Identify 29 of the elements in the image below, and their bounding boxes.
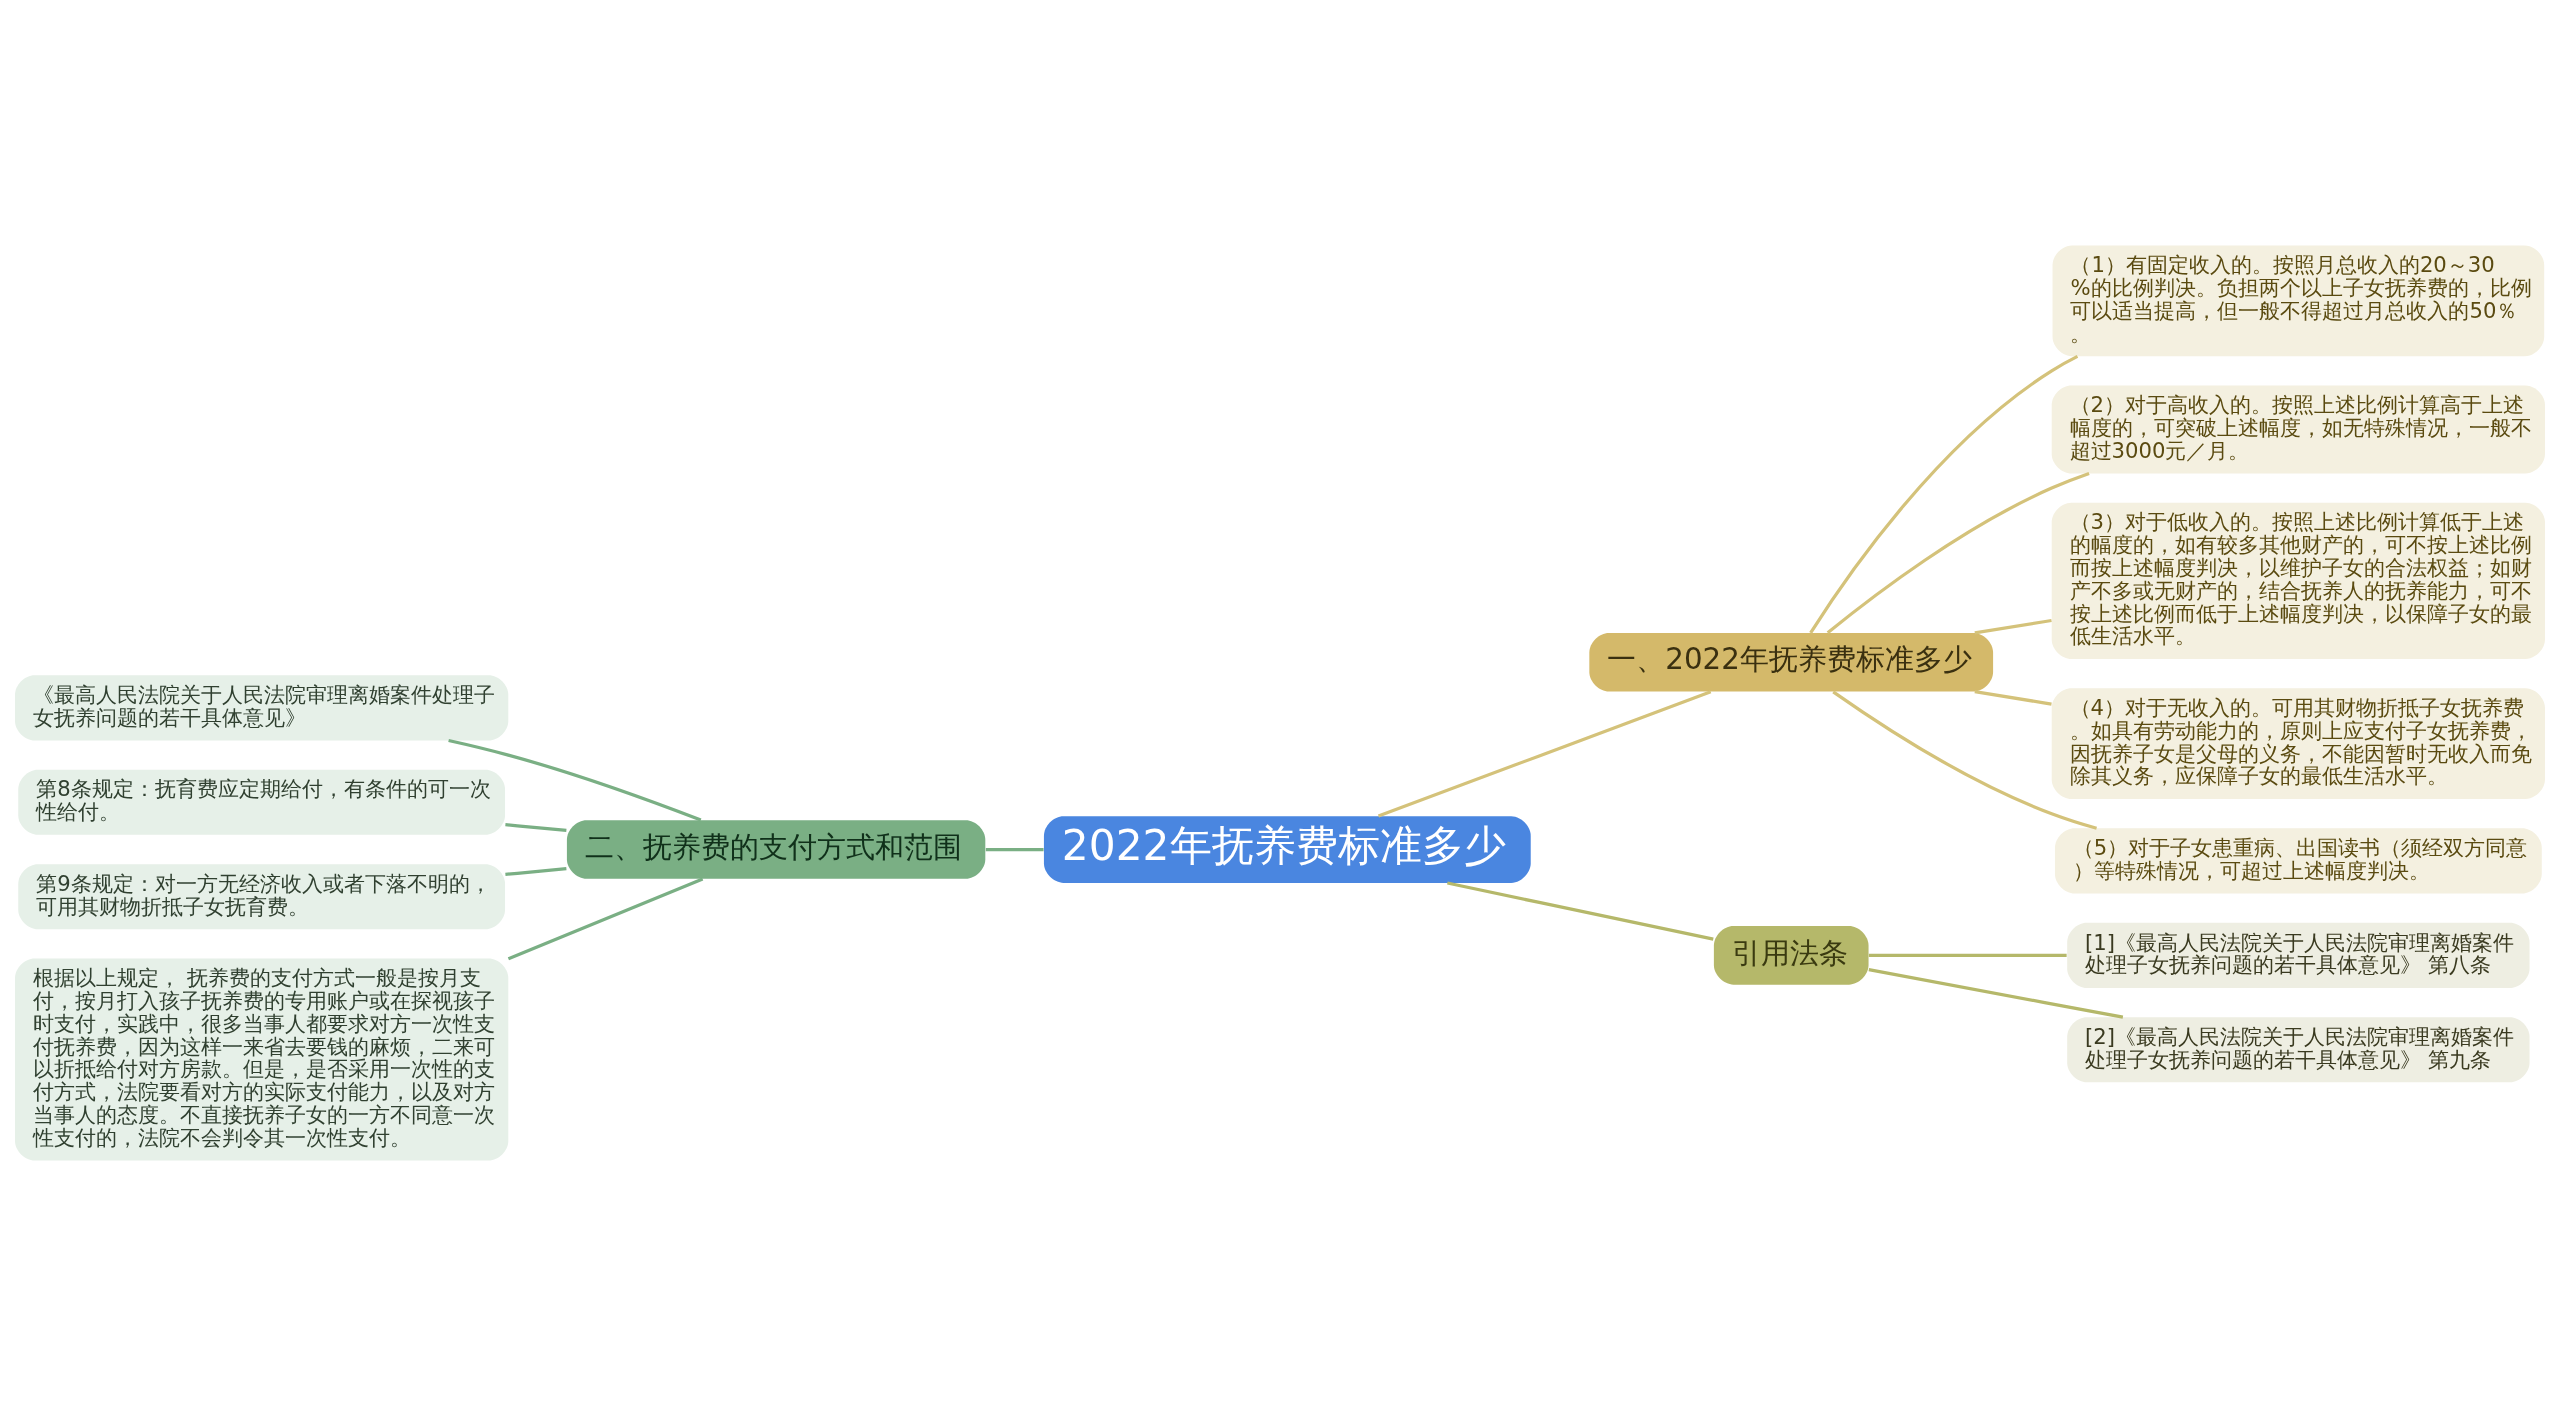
- connector: [1377, 690, 1712, 818]
- node-box: 2022年抚养费标准多少: [1043, 816, 1531, 883]
- node-box: 第8条规定：抚育费应定期给付，有条件的可一次性给付。: [18, 769, 506, 835]
- connector: [1974, 690, 2052, 706]
- node-box: 二、抚养费的支付方式和范围: [566, 820, 986, 879]
- node-box: 一、2022年抚养费标准多少: [1589, 633, 1994, 692]
- connector: [1868, 968, 2124, 1019]
- node-box: 引用法条: [1713, 926, 1869, 985]
- connector: [1832, 690, 2097, 830]
- node-box: （2）对于高收入的。按照上述比例计算高于上述幅度的，可突破上述幅度，如无特殊情况，一般不超过3000元／月。: [2051, 385, 2545, 474]
- connector: [1447, 881, 1714, 941]
- connector: [505, 867, 567, 876]
- connector: [1974, 618, 2052, 635]
- connector: [985, 847, 1044, 852]
- node-box: 根据以上规定， 抚养费的支付方式一般是按月支付，按月打入孩子抚养费的专用账户或在探视孩子时支付，实践中，很多当事人都要求对方一次性支付抚养费，因为这样一来省去要钱的麻烦，二来可以折抵给付对方房款。但是，是否采用一次性的支付方式，法院要看对方的实际支付能力，以及对方当事人的态度。不直接抚养子女的一方不同意一次性支付的，法院不会判令其一次性支付。: [15, 958, 509, 1161]
- node-box: 第9条规定：对一方无经济收入或者下落不明的，可用其财物折抵子女抚育费。: [18, 864, 506, 930]
- node-box: [1]《最高人民法院关于人民法院审理离婚案件处理子女抚养问题的若干具体意见》 第八条: [2067, 922, 2530, 988]
- connector: [505, 823, 567, 832]
- node-box: （3）对于低收入的。按照上述比例计算低于上述的幅度的，如有较多其他财产的，可不按上述比例而按上述幅度判决，以维护子女的合法权益；如财产不多或无财产的，结合抚养人的抚养能力，可不按上述比例而低于上述幅度判决，以保障子女的最低生活水平。: [2051, 502, 2545, 660]
- connector: [448, 738, 702, 822]
- connector: [1826, 472, 2090, 635]
- node-box: （1）有固定收入的。按照月总收入的20～30%的比例判决。负担两个以上子女抚养费的，比例可以适当提高，但一般不得超过月总收入的50％。: [2052, 245, 2545, 357]
- connector: [507, 877, 704, 961]
- node-box: （4）对于无收入的。可用其财物折抵子女抚养费。如具有劳动能力的，原则上应支付子女抚养费，因抚养子女是父母的义务，不能因暂时无收入而免除其义务，应保障子女的最低生活水平。: [2051, 688, 2545, 800]
- node-box: （5）对于子女患重病、出国读书（须经双方同意）等特殊情况，可超过上述幅度判决。: [2054, 828, 2542, 894]
- connector: [1809, 354, 2079, 634]
- connector: [1868, 953, 2067, 957]
- node-box: 《最高人民法院关于人民法院审理离婚案件处理子女抚养问题的若干具体意见》: [15, 675, 509, 741]
- node-box: [2]《最高人民法院关于人民法院审理离婚案件处理子女抚养问题的若干具体意见》 第九条: [2067, 1017, 2530, 1083]
